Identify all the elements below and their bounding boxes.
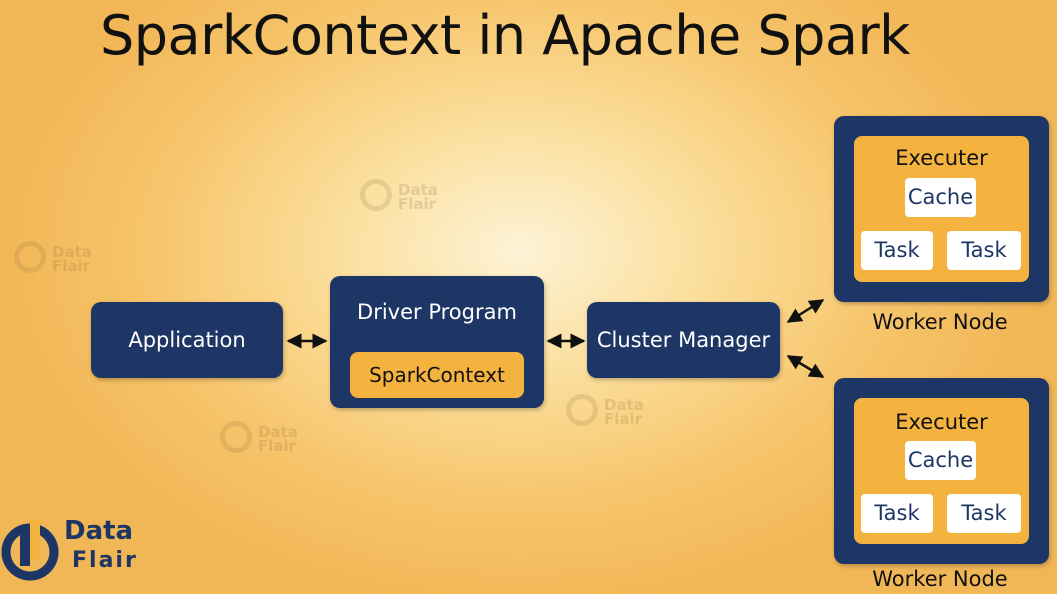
application-label: Application bbox=[128, 328, 246, 352]
task-box: Task bbox=[947, 231, 1021, 270]
arrow-cluster-worker2 bbox=[786, 354, 825, 379]
cluster-manager-label: Cluster Manager bbox=[596, 328, 771, 352]
worker-node-box: Executer Cache Task Task bbox=[834, 116, 1049, 302]
worker-node-label: Worker Node bbox=[872, 310, 1008, 334]
dataflair-logo-icon bbox=[1, 520, 59, 581]
task-box: Task bbox=[947, 494, 1021, 533]
executor-box: Executer Cache Task Task bbox=[854, 398, 1029, 544]
arrow-cluster-worker1 bbox=[786, 298, 825, 324]
task-box: Task bbox=[861, 231, 933, 270]
executor-label: Executer bbox=[895, 146, 988, 170]
driver-program-box: Driver Program SparkContext bbox=[330, 276, 544, 408]
executor-box: Executer Cache Task Task bbox=[854, 136, 1029, 282]
executor-label: Executer bbox=[895, 410, 988, 434]
cache-box: Cache bbox=[905, 441, 976, 480]
driver-program-label: Driver Program bbox=[357, 300, 517, 324]
logo-text-data: Data bbox=[64, 516, 134, 546]
task-box: Task bbox=[861, 494, 933, 533]
worker-node-label: Worker Node bbox=[872, 567, 1008, 591]
application-box: Application bbox=[91, 302, 283, 378]
cache-box: Cache bbox=[905, 178, 976, 217]
cluster-manager-box: Cluster Manager bbox=[587, 302, 780, 378]
worker-node-box: Executer Cache Task Task bbox=[834, 378, 1049, 564]
diagram-title: SparkContext in Apache Spark bbox=[100, 4, 910, 67]
sparkcontext-box: SparkContext bbox=[350, 352, 524, 398]
logo-text-flair: Flair bbox=[72, 548, 138, 573]
